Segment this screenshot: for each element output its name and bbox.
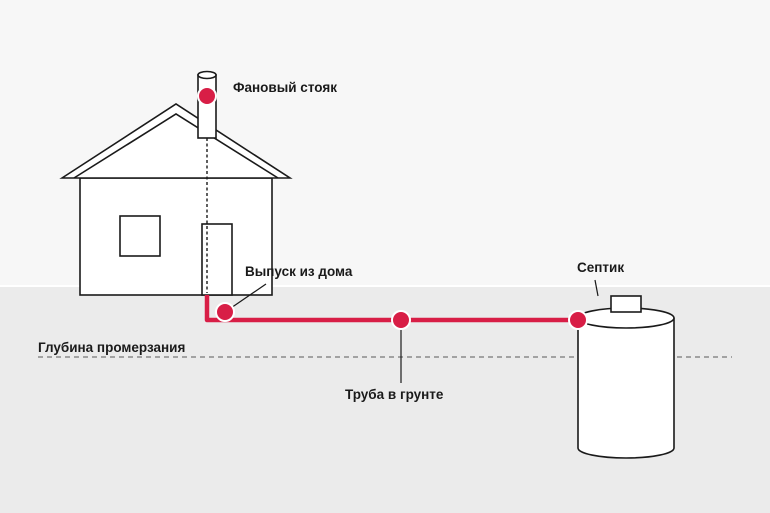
label-ground-pipe: Труба в грунте [345, 387, 444, 402]
septic-leader-line [594, 279, 599, 297]
marker-ground-pipe-icon [391, 310, 411, 330]
septic-tank [577, 295, 675, 459]
septic-hatch [610, 295, 642, 313]
sewer-pipe [204, 295, 578, 323]
marker-septic-icon [568, 310, 588, 330]
marker-vent-stack-icon [197, 86, 217, 106]
house-wall [79, 177, 273, 296]
outlet-leader-line [227, 283, 267, 311]
label-septic: Септик [577, 260, 624, 275]
house [59, 103, 293, 296]
label-house-outlet: Выпуск из дома [245, 264, 353, 279]
house-roof-inner [73, 113, 279, 179]
house-window [119, 215, 161, 257]
marker-house-outlet-icon [215, 302, 235, 322]
label-vent-stack: Фановый стояк [233, 80, 337, 95]
house-roof [59, 103, 293, 179]
label-freeze-depth: Глубина промерзания [38, 340, 185, 355]
